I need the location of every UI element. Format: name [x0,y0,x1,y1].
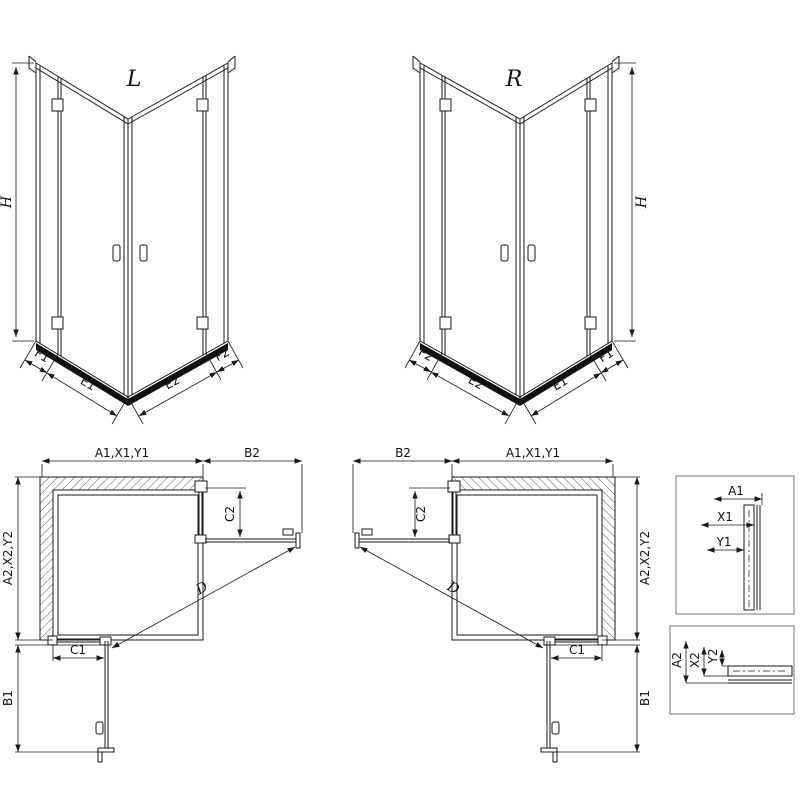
iso-left-geometry [12,56,243,424]
dim-label-c2-left: C2 [223,506,237,522]
dim-label-a1x1y1-right: A1,X1,Y1 [506,446,560,460]
dim-label-c1-left: C1 [70,643,86,657]
dim-label-c2-right: C2 [414,506,428,522]
dim-label-e2: E2 [162,373,182,393]
dim-label-h-left: H [0,195,15,209]
variant-label-r: R [505,67,523,92]
glass-edge [756,505,761,610]
dim-label-b1-left: B1 [1,690,15,706]
glass-edge [728,679,792,684]
detail-dim-y2: Y2 [706,649,720,665]
dim-label-d-right: D [443,578,461,598]
detail-dim-x2: X2 [688,652,702,668]
dim-label-h-right: H [634,195,650,209]
dim-label-b2-left: B2 [244,446,260,460]
dim-label-f2-right: F2 [416,345,436,364]
plan-view-left: A1,X1,Y1 B2 C2 A2,X2,Y2 C1 B1 D [1,446,302,762]
dim-label-c1-right: C1 [569,643,585,657]
dim-label-e2-right: E2 [466,373,486,393]
detail-box-vertical-profile: A1 X1 Y1 [675,475,795,615]
wall-profile-section [743,504,755,611]
detail-dim-a1: A1 [728,484,744,498]
dim-label-b2-right: B2 [395,446,411,460]
dim-label-f1: F1 [32,346,52,365]
wall-profile-section [727,665,793,677]
iso-view-right: R H F2 E2 E1 F1 [405,56,650,424]
plan-right-geometry [353,461,640,762]
dim-label-e1: E1 [78,374,98,394]
detail-box-horizontal-profile: A2 X2 Y2 [669,625,795,715]
plan-left-geometry [15,461,302,762]
dim-label-b1-right: B1 [638,690,652,706]
iso-view-left: L H F1 E1 E2 F2 [0,56,243,424]
dim-label-e1-right: E1 [550,374,570,394]
dim-label-d-left: D [192,579,210,599]
plan-view-right: B2 A1,X1,Y1 C2 A2,X2,Y2 C1 B1 D [353,446,652,762]
detail-dim-x1: X1 [717,510,733,524]
dim-label-a2x2y2-left: A2,X2,Y2 [1,531,15,585]
iso-right-geometry [405,56,636,424]
dim-label-a1x1y1-left: A1,X1,Y1 [95,446,149,460]
dim-label-a2x2y2-right: A2,X2,Y2 [638,531,652,585]
dim-label-f2: F2 [212,345,232,364]
detail-dim-a2: A2 [670,652,684,668]
dim-label-f1-right: F1 [596,346,616,365]
variant-label-l: L [126,67,142,92]
detail-dim-y1: Y1 [716,535,732,549]
